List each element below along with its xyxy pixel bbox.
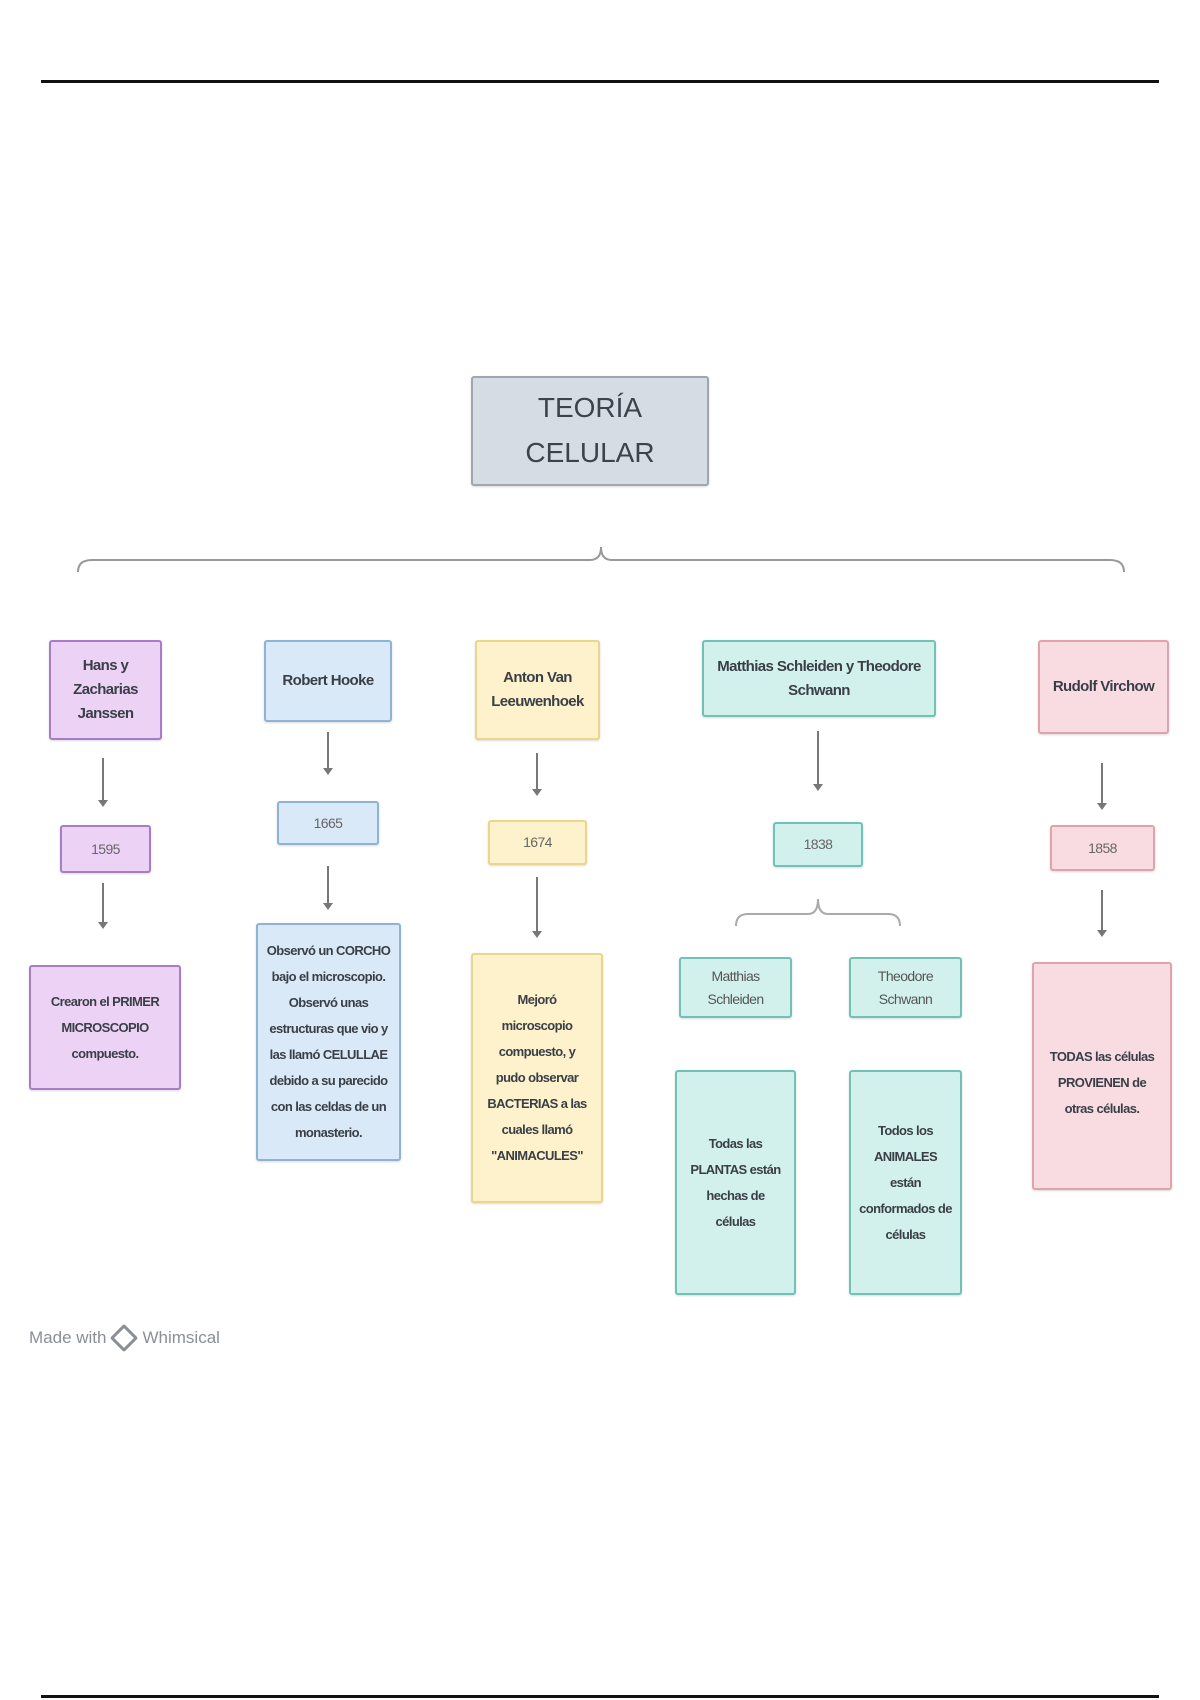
arrow-icon [1097,763,1107,810]
whimsical-brand: Whimsical [142,1328,220,1347]
desc-janssen[interactable]: Crearon el PRIMER MICROSCOPIO compuesto. [29,965,181,1090]
desc-schleiden[interactable]: Todas las PLANTAS están hechas de célula… [675,1070,796,1295]
whimsical-logo-icon [110,1323,139,1353]
arrow-icon [813,731,823,791]
arrow-icon [1097,890,1107,937]
desc-schwann[interactable]: Todos los ANIMALES están conformados de … [849,1070,962,1295]
node-schleiden[interactable]: Matthias Schleiden [679,957,792,1018]
top-rule [41,80,1159,83]
main-brace [77,546,1125,927]
year-virchow[interactable]: 1858 [1050,825,1155,871]
node-hooke[interactable]: Robert Hooke [264,640,392,722]
node-virchow[interactable]: Rudolf Virchow [1038,640,1169,734]
desc-leeuwenhoek[interactable]: Mejoró microscopio compuesto, y pudo obs… [471,953,603,1203]
bottom-rule [41,1695,1159,1698]
node-janssen[interactable]: Hans y Zacharias Janssen [49,640,162,740]
year-janssen[interactable]: 1595 [60,825,151,873]
year-hooke[interactable]: 1665 [277,801,379,845]
made-with-label: Made with [29,1328,107,1347]
node-schleiden-schwann[interactable]: Matthias Schleiden y Theodore Schwann [702,640,936,717]
year-schleiden-schwann[interactable]: 1838 [773,822,863,867]
arrow-icon [532,877,542,938]
root-node-teoria-celular[interactable]: TEORÍA CELULAR [471,376,709,486]
arrow-icon [98,883,108,929]
arrow-icon [323,732,333,775]
arrow-icon [323,866,333,910]
arrow-icon [532,753,542,796]
desc-virchow[interactable]: TODAS las células PROVIENEN de otras cél… [1032,962,1172,1190]
node-schwann[interactable]: Theodore Schwann [849,957,962,1018]
year-leeuwenhoek[interactable]: 1674 [488,820,587,865]
arrow-icon [98,758,108,807]
node-leeuwenhoek[interactable]: Anton Van Leeuwenhoek [475,640,600,740]
made-with-whimsical: Made with Whimsical [29,1323,220,1353]
desc-hooke[interactable]: Observó un CORCHO bajo el microscopio. O… [256,923,401,1161]
